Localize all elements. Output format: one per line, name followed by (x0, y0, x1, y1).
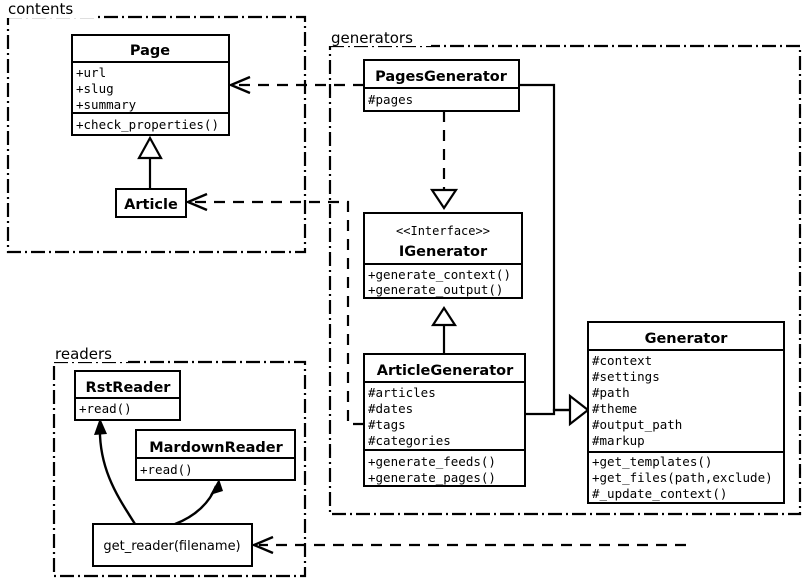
relation-articlegenerator-implements-igenerator-triangle (430, 305, 458, 327)
class-generator-name: Generator (645, 331, 729, 347)
class-generator-box (587, 321, 785, 504)
relation-articlegenerator-inherits-generator-line (525, 408, 570, 416)
class-generator-attribute: #settings (592, 369, 660, 384)
package-generators-label-bg (326, 28, 431, 46)
package-generators-label: generators (331, 29, 413, 47)
class-mardownreader-method: +read() (140, 462, 193, 477)
class-igenerator-method: +generate_context() (368, 267, 511, 282)
class-generator-method: +get_files(path,exclude) (592, 470, 773, 485)
class-rstreader-method: +read() (79, 401, 132, 416)
package-contents: contents (0, 0, 307, 254)
class-page-attribute: +slug (76, 81, 114, 96)
class-generator[interactable]: Generator #context #settings #path #them… (587, 321, 785, 504)
package-contents-label: contents (8, 0, 73, 18)
class-articlegenerator[interactable]: ArticleGenerator #articles #dates #tags … (363, 353, 526, 487)
class-articlegenerator-box (363, 353, 526, 487)
class-generator-attribute: #markup (592, 433, 645, 448)
class-generator-attribute: #theme (592, 401, 637, 416)
class-igenerator-method: +generate_output() (368, 282, 503, 297)
class-igenerator-box (363, 212, 523, 299)
package-readers-border (52, 360, 307, 578)
relation-getreader-returns-mardownreader (174, 479, 223, 526)
class-pagesgenerator-box (363, 59, 520, 112)
class-generator-attribute: #output_path (592, 417, 682, 432)
class-articlegenerator-method: +generate_pages() (368, 470, 496, 485)
class-page-attribute: +summary (76, 97, 137, 112)
class-articlegenerator-attribute: #categories (368, 433, 451, 448)
relation-getreader-returns-rstreader-line (98, 423, 137, 525)
class-rstreader-name: RstReader (86, 380, 172, 396)
class-mardownreader-name: MardownReader (149, 440, 283, 456)
package-readers-label: readers (55, 345, 112, 363)
class-pagesgenerator-attribute: #pages (368, 92, 413, 107)
class-page-attribute: +url (76, 65, 106, 80)
relation-articlegenerator-implements-igenerator (430, 305, 458, 354)
relation-getreader-returns-mardownreader-line (174, 485, 218, 526)
relation-pagesgenerator-uses-page-arrowhead (227, 75, 251, 95)
relation-pagesgenerator-uses-page (227, 75, 364, 95)
class-generator-attribute: #path (592, 385, 630, 400)
package-contents-label-bg (0, 0, 98, 18)
relation-pagesgenerator-implements-igenerator (429, 111, 459, 210)
class-igenerator[interactable]: <<Interface>> IGenerator +generate_conte… (363, 212, 523, 299)
package-generators-border (328, 44, 802, 516)
package-generators: generators (326, 28, 802, 516)
function-get-reader-label: get_reader(filename) (103, 539, 240, 554)
class-page[interactable]: Page +url +slug +summary +check_properti… (71, 34, 230, 136)
relation-pagesgenerator-inherits-generator-line (519, 83, 570, 412)
class-generator-attribute: #context (592, 353, 652, 368)
class-mardownreader[interactable]: MardownReader +read() (135, 429, 296, 481)
relation-inherits-generator-triangle (568, 393, 590, 427)
relation-getreader-returns-rstreader-arrowhead (94, 418, 107, 435)
class-pagesgenerator-name: PagesGenerator (375, 69, 508, 85)
relation-pagesgenerator-inherits-generator (519, 83, 570, 412)
relation-articlegenerator-uses-article-line (193, 200, 364, 426)
relation-article-inherits-page (137, 135, 163, 189)
class-page-name: Page (130, 43, 170, 59)
class-article[interactable]: Article (115, 188, 187, 218)
relation-generator-uses-getreader-arrowhead (250, 535, 274, 555)
package-readers-label-bg (50, 344, 128, 362)
class-generator-method: +get_templates() (592, 454, 712, 469)
class-page-method: +check_properties() (76, 117, 219, 132)
relation-getreader-returns-mardownreader-arrowhead (210, 479, 223, 495)
class-page-box (71, 34, 230, 136)
class-rstreader[interactable]: RstReader +read() (74, 370, 181, 421)
class-igenerator-stereotype: <<Interface>> (396, 224, 490, 238)
class-articlegenerator-name: ArticleGenerator (377, 363, 514, 379)
package-contents-border (6, 15, 307, 254)
class-mardownreader-box (135, 429, 296, 481)
package-readers: readers (50, 344, 307, 578)
class-articlegenerator-attribute: #tags (368, 417, 406, 432)
class-pagesgenerator[interactable]: PagesGenerator #pages (363, 59, 520, 112)
class-articlegenerator-attribute: #articles (368, 385, 436, 400)
class-article-box (115, 188, 187, 218)
class-igenerator-name: IGenerator (399, 244, 488, 260)
class-generator-method: #_update_context() (592, 486, 727, 501)
relation-generator-uses-getreader (250, 535, 686, 555)
relation-articlegenerator-uses-article (184, 192, 364, 426)
relation-pagesgenerator-implements-igenerator-triangle (429, 188, 459, 210)
function-get-reader[interactable]: get_reader(filename) (92, 523, 253, 567)
relation-getreader-returns-rstreader (94, 418, 137, 525)
relation-article-inherits-page-triangle (137, 135, 163, 160)
function-get-reader-box (92, 523, 253, 567)
class-rstreader-box (74, 370, 181, 421)
class-articlegenerator-method: +generate_feeds() (368, 454, 496, 469)
relation-articlegenerator-uses-article-arrowhead (184, 192, 208, 212)
class-articlegenerator-attribute: #dates (368, 401, 413, 416)
class-article-name: Article (124, 197, 178, 213)
relation-articlegenerator-inherits-generator (525, 393, 590, 427)
